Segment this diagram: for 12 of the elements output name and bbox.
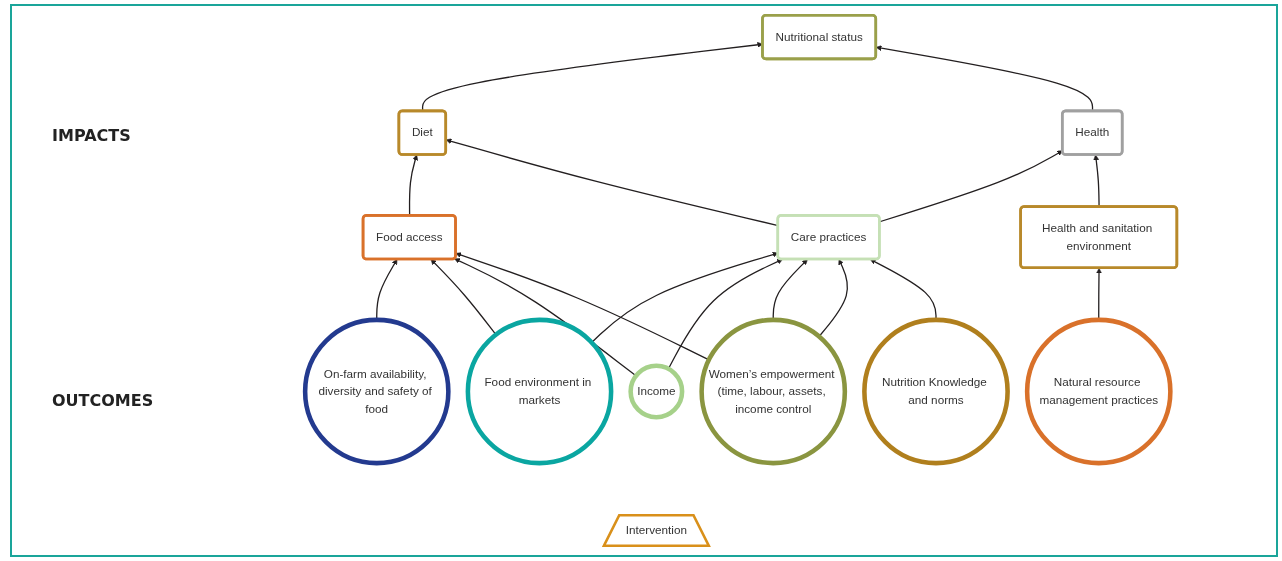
node-circle: On-farm availability, diversity and safety of food (302, 317, 451, 466)
node-circle: Income (628, 363, 685, 420)
node-circle: Natural resource management practices (1024, 317, 1173, 466)
section-label: IMPACTS (52, 126, 131, 145)
arrow (818, 259, 849, 338)
arrow (455, 252, 710, 361)
section-label: OUTCOMES (52, 391, 154, 410)
node-circle: Food environment in markets (465, 317, 614, 466)
arrow (772, 259, 808, 321)
node-circle: Women’s empowerment (time, labour, assets, income control (699, 317, 848, 466)
arrow (879, 150, 1063, 223)
node-circle: Nutrition Knowledge and norms (862, 317, 1010, 466)
